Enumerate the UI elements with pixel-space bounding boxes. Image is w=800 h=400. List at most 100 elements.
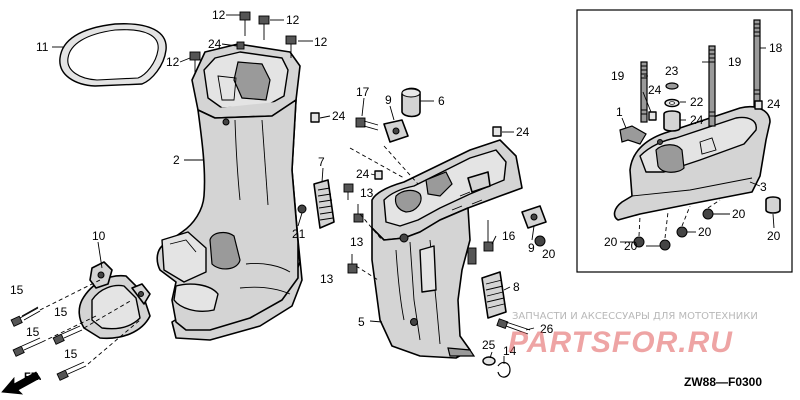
callout-4: 24 xyxy=(690,113,704,127)
gasket-seal-ring xyxy=(59,23,167,87)
callout-22: 22 xyxy=(690,95,704,109)
bracket-1 xyxy=(619,125,647,145)
collar-24-inset-a xyxy=(648,111,657,121)
callout-20: 20 xyxy=(604,235,618,249)
mount-plate-9-upper xyxy=(383,119,409,143)
callout-20: 20 xyxy=(624,239,638,253)
callout-24: 24 xyxy=(208,37,222,51)
nut-20-inset-c xyxy=(676,226,688,238)
callout-24: 24 xyxy=(332,109,346,123)
callout-9: 9 xyxy=(528,241,535,255)
callout-20: 20 xyxy=(732,207,746,221)
bolt-12-top-a xyxy=(239,11,251,36)
callout-24: 24 xyxy=(648,83,662,97)
collar-24-inset-b xyxy=(754,100,763,110)
bolt-15-a xyxy=(10,306,41,327)
leader-lines xyxy=(52,14,775,364)
callout-16: 16 xyxy=(502,229,516,243)
mount-plate-9-lower xyxy=(521,205,547,229)
callout-24: 24 xyxy=(516,125,530,139)
callout-14: 14 xyxy=(503,344,517,358)
callout-10: 10 xyxy=(92,229,106,243)
water-guide-tube xyxy=(78,261,151,340)
bolt-17 xyxy=(355,117,379,131)
oil-case-3 xyxy=(613,106,771,221)
callout-12: 12 xyxy=(314,35,328,49)
callout-24: 24 xyxy=(767,97,781,111)
bolt-13-middle xyxy=(353,204,364,223)
bolt-12-left xyxy=(189,51,201,74)
dowel-pin-24-top xyxy=(236,41,245,50)
callout-15: 15 xyxy=(54,305,68,319)
callout-13: 13 xyxy=(320,272,334,286)
callout-21: 21 xyxy=(292,227,306,241)
callout-15: 15 xyxy=(10,283,24,297)
callout-19: 19 xyxy=(728,55,742,69)
nut-21 xyxy=(297,204,307,214)
bolt-15-d xyxy=(56,361,87,381)
callout-8: 8 xyxy=(513,280,520,294)
bolt-16 xyxy=(483,220,494,252)
callout-25: 25 xyxy=(482,338,496,352)
callout-13: 13 xyxy=(350,235,364,249)
callout-15: 15 xyxy=(26,325,40,339)
callout-26: 26 xyxy=(540,322,554,336)
front-direction-label: FR. xyxy=(24,371,42,383)
callout-labels: 12 12 12 12 24 11 24 2 10 15 15 15 15 17… xyxy=(10,8,783,361)
bolt-26 xyxy=(496,318,531,335)
stud-bolt-19-left xyxy=(640,61,648,123)
collar-24-middle xyxy=(374,170,383,180)
washer-22 xyxy=(664,98,680,108)
callout-20: 20 xyxy=(542,247,556,261)
callout-12: 12 xyxy=(286,13,300,27)
bolt-12-top-b xyxy=(258,15,270,40)
clip-14 xyxy=(497,361,511,378)
mount-rubber-6 xyxy=(401,87,421,118)
callout-7: 7 xyxy=(318,155,325,169)
plug-20-inset-e xyxy=(765,196,781,214)
front-direction-arrow: FR. xyxy=(1,371,42,395)
dowel-pin-24-side xyxy=(310,112,320,123)
nut-20-middle xyxy=(534,235,546,247)
callout-23: 23 xyxy=(665,64,679,78)
nut-20-inset-d xyxy=(702,208,714,220)
collar-24-right xyxy=(492,126,502,137)
site-watermark: ЗАПЧАСТИ И АКСЕССУАРЫ ДЛЯ МОТОТЕХНИКИ PA… xyxy=(508,311,758,359)
callout-20: 20 xyxy=(767,229,781,243)
callout-2: 2 xyxy=(173,153,180,167)
cap-nut-23 xyxy=(665,82,679,90)
extension-case-upper xyxy=(156,43,303,341)
bolt-13-right xyxy=(467,247,477,265)
stud-bolt-18 xyxy=(753,19,761,107)
callout-12: 12 xyxy=(212,8,226,22)
stud-bolt-19-right xyxy=(708,45,716,127)
callout-11: 11 xyxy=(36,40,49,54)
nut-20-inset-b xyxy=(659,239,671,251)
callout-17: 17 xyxy=(356,85,370,99)
diagram-reference-code: ZW88—F0300 xyxy=(684,375,762,389)
callout-24: 24 xyxy=(356,167,370,181)
bolt-13-upper xyxy=(343,183,354,200)
side-grille-8 xyxy=(481,271,507,319)
watermark-brand: PARTSFOR.RU xyxy=(508,326,733,359)
callout-19: 19 xyxy=(611,69,625,83)
callout-12: 12 xyxy=(166,55,180,69)
bolt-13-lower xyxy=(347,254,358,274)
callout-13: 13 xyxy=(360,186,374,200)
callout-20: 20 xyxy=(698,225,712,239)
watermark-tagline: ЗАПЧАСТИ И АКСЕССУАРЫ ДЛЯ МОТОТЕХНИКИ xyxy=(512,311,758,322)
callout-9: 9 xyxy=(385,93,392,107)
bolt-15-c xyxy=(52,325,83,345)
callout-6: 6 xyxy=(438,94,445,108)
callout-1: 1 xyxy=(616,105,623,119)
water-inlet-grille-7 xyxy=(313,179,335,229)
bolt-15-b xyxy=(12,337,43,357)
callout-3: 3 xyxy=(760,180,767,194)
callout-5: 5 xyxy=(358,315,365,329)
callout-15: 15 xyxy=(64,347,78,361)
gear-case-lower xyxy=(371,139,523,359)
bolt-12-right xyxy=(285,35,297,58)
inset-frame xyxy=(576,9,793,273)
bolt-set-15 xyxy=(10,279,141,381)
